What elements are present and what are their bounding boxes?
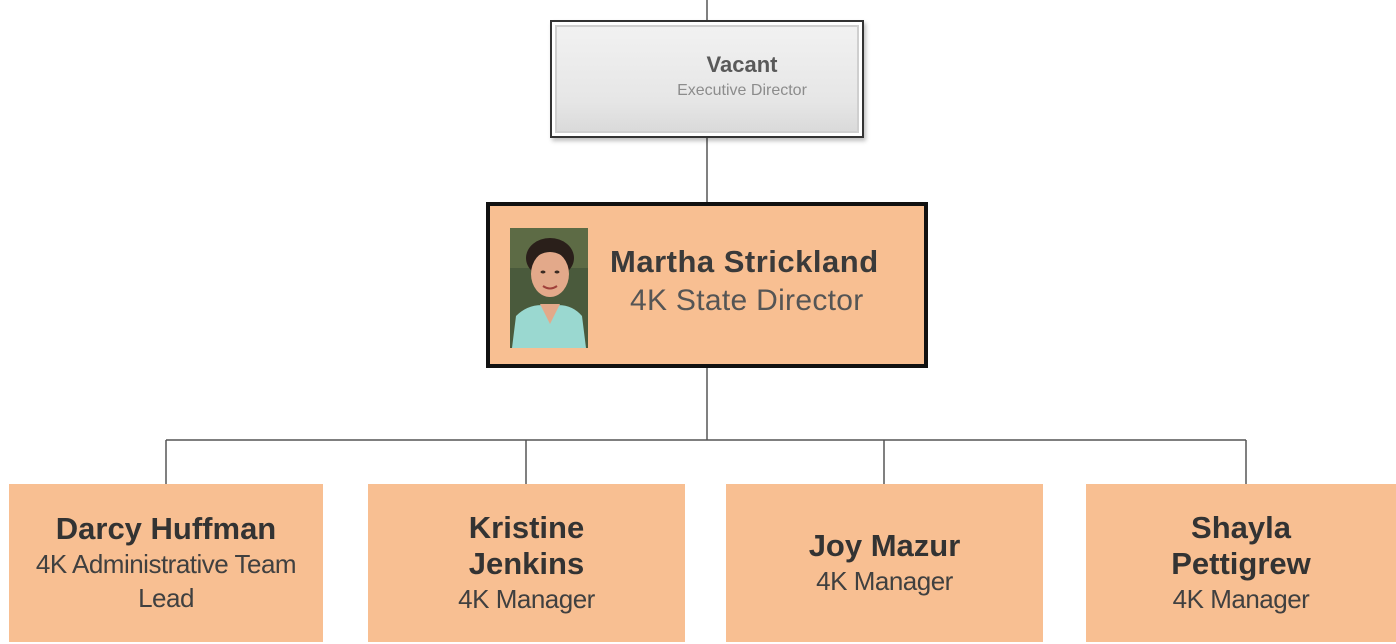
report-title-1: 4K Administrative Team Lead (35, 549, 297, 613)
report-title-4: 4K Manager (1172, 584, 1310, 614)
report-name-4: Shayla Pettigrew (1171, 510, 1311, 581)
report-name-3: Joy Mazur (808, 528, 961, 563)
portrait-image (510, 228, 588, 348)
executive-title: Executive Director (677, 82, 807, 99)
director-node: Martha Strickland 4K State Director (486, 202, 928, 368)
report-node-2: Kristine Jenkins 4K Manager (368, 484, 685, 642)
report-node-1: Darcy Huffman 4K Administrative Team Lea… (9, 484, 323, 642)
report-node-3: Joy Mazur 4K Manager (726, 484, 1043, 642)
executive-name: Vacant (706, 52, 778, 77)
report-title-3: 4K Manager (816, 566, 953, 596)
executive-node: Vacant Executive Director (550, 20, 864, 138)
report-title-2: 4K Manager (458, 584, 595, 614)
director-title: 4K State Director (630, 284, 864, 317)
report-name-1: Darcy Huffman (55, 511, 277, 546)
portrait-photo (510, 228, 588, 348)
report-node-4: Shayla Pettigrew 4K Manager (1086, 484, 1396, 642)
director-name: Martha Strickland (610, 244, 879, 279)
report-name-2: Kristine Jenkins (468, 510, 585, 581)
